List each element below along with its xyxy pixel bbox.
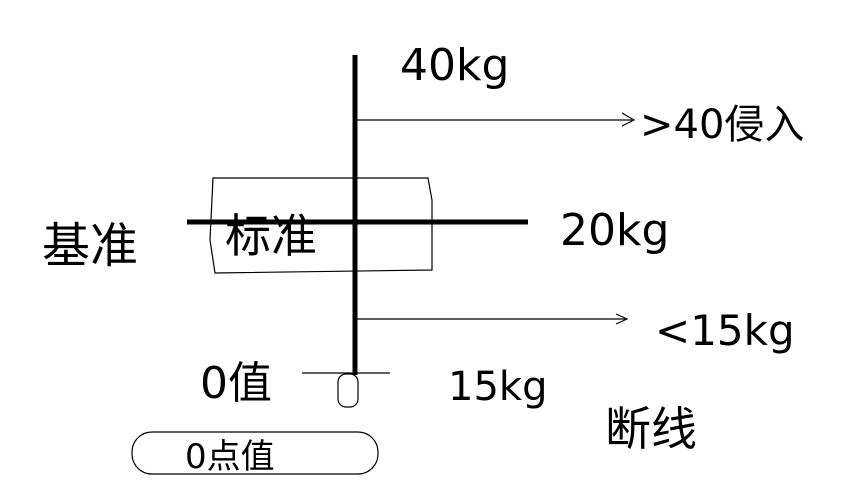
standard-box — [209, 177, 433, 274]
left-label: 基准 — [42, 218, 138, 274]
top-weight-label: 40kg — [400, 40, 509, 91]
break-label: 断线 — [605, 402, 697, 456]
upper-arrow-label: >40侵入 — [640, 102, 804, 148]
right-weight-label: 20kg — [560, 205, 669, 256]
bottom-box — [131, 431, 379, 475]
lower-arrow-label: <15kg — [655, 306, 795, 355]
lower-arrow-head — [615, 313, 629, 325]
upper-arrow-head — [621, 112, 636, 127]
foot-marker — [337, 373, 359, 408]
bottom-weight-label: 15kg — [448, 364, 547, 410]
box-label: 标准 — [225, 209, 317, 263]
bottom-box-label: 0点值 — [185, 437, 275, 477]
bottom-value-label: 0值 — [200, 358, 272, 409]
